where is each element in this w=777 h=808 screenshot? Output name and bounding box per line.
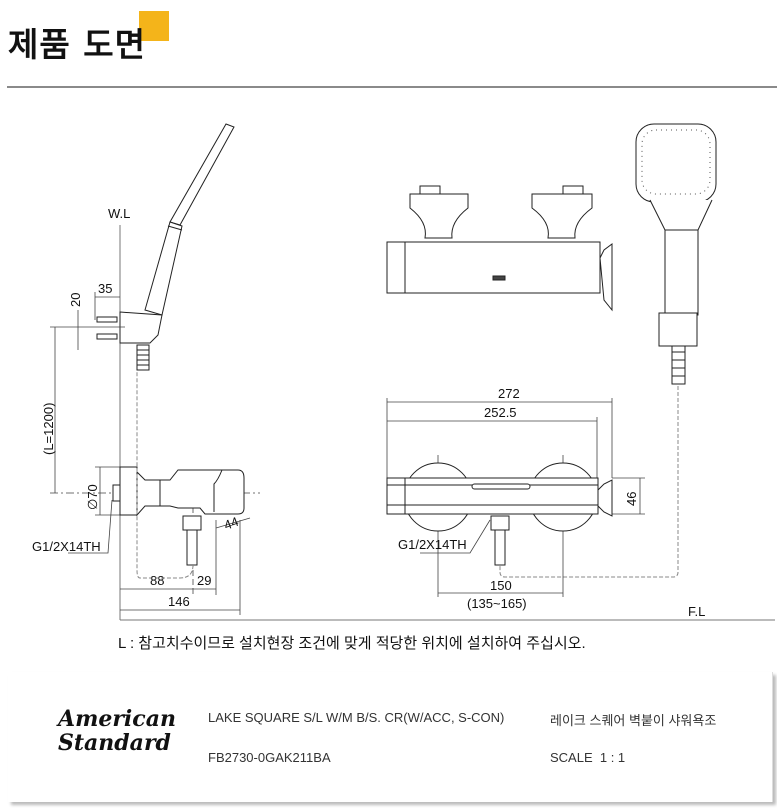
dim-29: 29 — [197, 573, 211, 588]
dim-146: 146 — [168, 594, 190, 609]
american-standard-logo: American Standard — [58, 707, 176, 755]
dim-252-5: 252.5 — [484, 405, 517, 420]
side-screws — [96, 316, 118, 340]
handle-left — [409, 185, 469, 239]
wall-line-label: W.L — [108, 206, 130, 221]
front-thread-label: G1/2X14TH — [398, 537, 467, 552]
product-code: FB2730-0GAK211BA — [208, 750, 331, 765]
front-valve-elevation — [386, 185, 613, 312]
scale: SCALE 1 : 1 — [550, 750, 626, 765]
dim-range: (135~165) — [467, 596, 527, 611]
handle-right — [531, 185, 593, 239]
side-thread-label: G1/2X14TH — [32, 539, 101, 554]
dim-46: 46 — [624, 492, 639, 506]
side-wall-bracket — [119, 311, 163, 371]
logo-line-2: Standard — [58, 730, 171, 756]
technical-drawing: W.L F.L 20 35 (L=1200) ∅70 G1/2X14TH 44 … — [32, 123, 775, 621]
dim-88: 88 — [150, 573, 164, 588]
side-dimensions — [50, 292, 260, 615]
front-hose — [499, 386, 679, 578]
dim-150: 150 — [490, 578, 512, 593]
product-name-en: LAKE SQUARE S/L W/M B/S. CR(W/ACC, S-CON… — [208, 710, 505, 725]
front-hand-shower — [635, 123, 717, 385]
title-block: American Standard LAKE SQUARE S/L W/M B/… — [8, 672, 773, 802]
installation-note: L : 참고치수이므로 설치현장 조건에 맞게 적당한 위치에 설치하여 주십시… — [118, 635, 586, 652]
page-title: 제품 도면 — [8, 25, 146, 64]
floor-line-label: F.L — [688, 604, 705, 619]
logo-line-1: American — [58, 706, 176, 732]
dim-44: 44 — [222, 514, 241, 533]
front-valve-plan — [386, 462, 613, 566]
title-divider — [7, 86, 777, 88]
dim-20: 20 — [68, 293, 83, 307]
side-hand-shower — [144, 123, 235, 316]
side-hose — [136, 372, 194, 579]
dim-diameter: ∅70 — [85, 484, 100, 510]
title-accent-square — [139, 11, 169, 41]
dim-length: (L=1200) — [41, 403, 56, 455]
product-name-ko: 레이크 스퀘어 벽붙이 샤워욕조 — [550, 713, 717, 728]
dim-272: 272 — [498, 386, 520, 401]
dim-35: 35 — [98, 281, 112, 296]
side-valve-body — [112, 466, 245, 566]
